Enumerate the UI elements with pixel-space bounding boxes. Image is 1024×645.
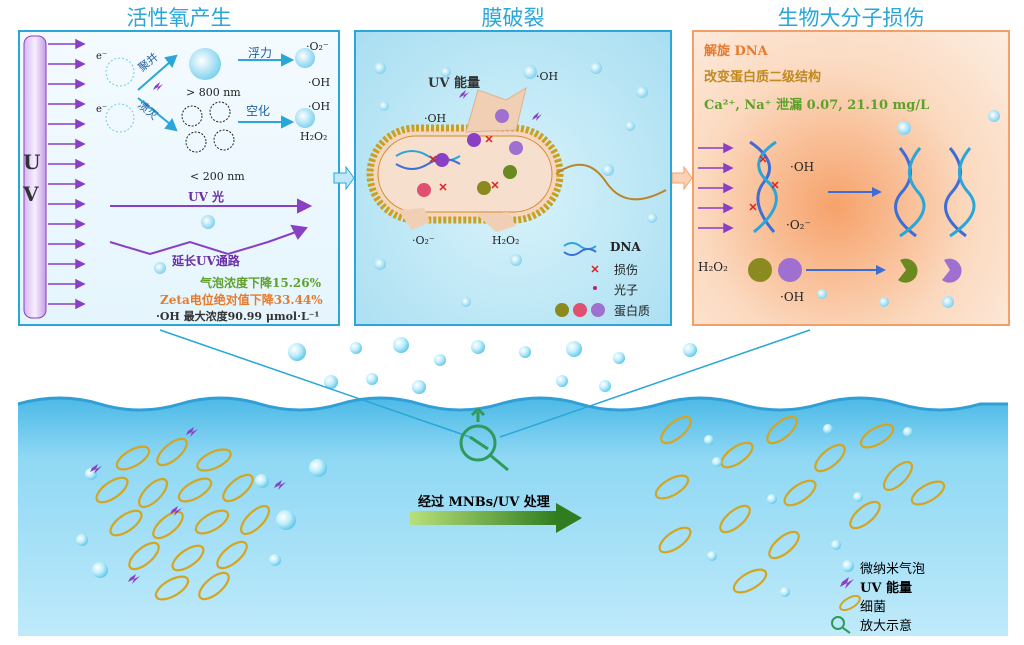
legend-dna: DNA [610,240,641,254]
uv-bolts-left [90,427,286,584]
legend-bacteria-label: 细菌 [860,600,887,615]
panel-membrane: UV 能量 ·OH ·OH ·O₂⁻ H₂O₂ DNA 损伤 光子 蛋白质 [354,30,672,326]
size-large-label: > 800 nm [186,86,241,99]
unwind-dna-label: 解旋 DNA [704,44,768,59]
title-ros: 活性氧产生 [126,6,232,30]
radical-oh-label-1: ·OH [308,76,331,89]
stat-oh: ·OH 最大浓度90.99 μmol·L⁻¹ [156,310,320,323]
legend-damage: 损伤 [614,263,639,277]
small-bubble-clusters [181,101,235,153]
float-label: 浮力 [248,46,273,60]
floating-bubbles [288,337,697,394]
h2o2-label: H₂O₂ [300,130,328,143]
legend-protein: 蛋白质 [614,304,651,318]
left-bubbles [76,459,327,578]
panel-membrane-drawing [366,62,667,317]
oh-label-top: ·OH [536,70,559,83]
title-membrane: 膜破裂 [481,6,545,30]
cavitation-label: 空化 [246,104,271,118]
stat-bubble: 气泡浓度下降15.26% [200,276,321,290]
panel-ros: U V e⁻ e⁻ 聚并 溃灭 浮力 空化 ·O₂⁻ ·OH ·OH H₂O₂ … [18,30,340,326]
uv-energy-label: UV 能量 [428,76,480,91]
radical-oh-label-2: ·OH [308,100,331,113]
panel-biomolecule: 解旋 DNA 改变蛋白质二级结构 Ca²⁺, Na⁺ 泄漏 0.07, 21.1… [692,30,1010,326]
stat-zeta: Zeta电位绝对值下降33.44% [160,293,323,307]
uv-light-label: UV 光 [188,190,224,204]
oh-label-p3: ·OH [790,160,815,174]
uv-bolt-icon [153,82,163,91]
o2-label-p3: ·O₂⁻ [786,218,811,232]
h2o2-label-p2: H₂O₂ [492,234,520,247]
uv-arrows-p3 [698,142,734,234]
uv-letter-v: V [23,182,39,206]
electron-label-1: e⁻ [96,51,108,62]
extend-path-label: 延长UV通路 [172,254,240,268]
panel2-legend [555,242,605,317]
title-biomolecule: 生物大分子损伤 [777,6,925,30]
legend-zoom-label: 放大示意 [860,619,913,634]
panel-ros-drawing [23,35,315,319]
uv-arrows [48,38,86,310]
electron-label-2: e⁻ [96,104,108,115]
damage-marks [429,135,499,191]
process-label: 经过 MNBs/UV 处理 [418,495,550,510]
legend-icons [831,560,861,634]
bacteria-dispersed-right [654,415,946,594]
electron-clusters [105,57,135,133]
size-small-label: < 200 nm [190,170,245,183]
uv-letter-u: U [23,150,41,174]
legend-photon: 光子 [614,283,639,297]
right-bubbles [704,424,913,597]
zoom-icon [459,407,509,472]
bacteria-cluster-left [95,437,271,601]
legend-bubble-label: 微纳米气泡 [860,562,926,577]
process-arrow [410,503,582,533]
legend-uv-label: UV 能量 [860,581,912,596]
panel-biomolecule-drawing [698,110,1000,308]
h2o2-label-p3: H₂O₂ [698,260,728,274]
water-surface [17,396,1008,412]
protein-change-label: 改变蛋白质二级结构 [704,70,822,85]
ion-leak-label: Ca²⁺, Na⁺ 泄漏 0.07, 21.10 mg/L [704,98,930,113]
oh-label-p3-bottom: ·OH [780,290,805,304]
o2-label: ·O₂⁻ [412,234,435,247]
radical-o2-label: ·O₂⁻ [306,40,329,53]
oh-label-left: ·OH [424,112,447,125]
